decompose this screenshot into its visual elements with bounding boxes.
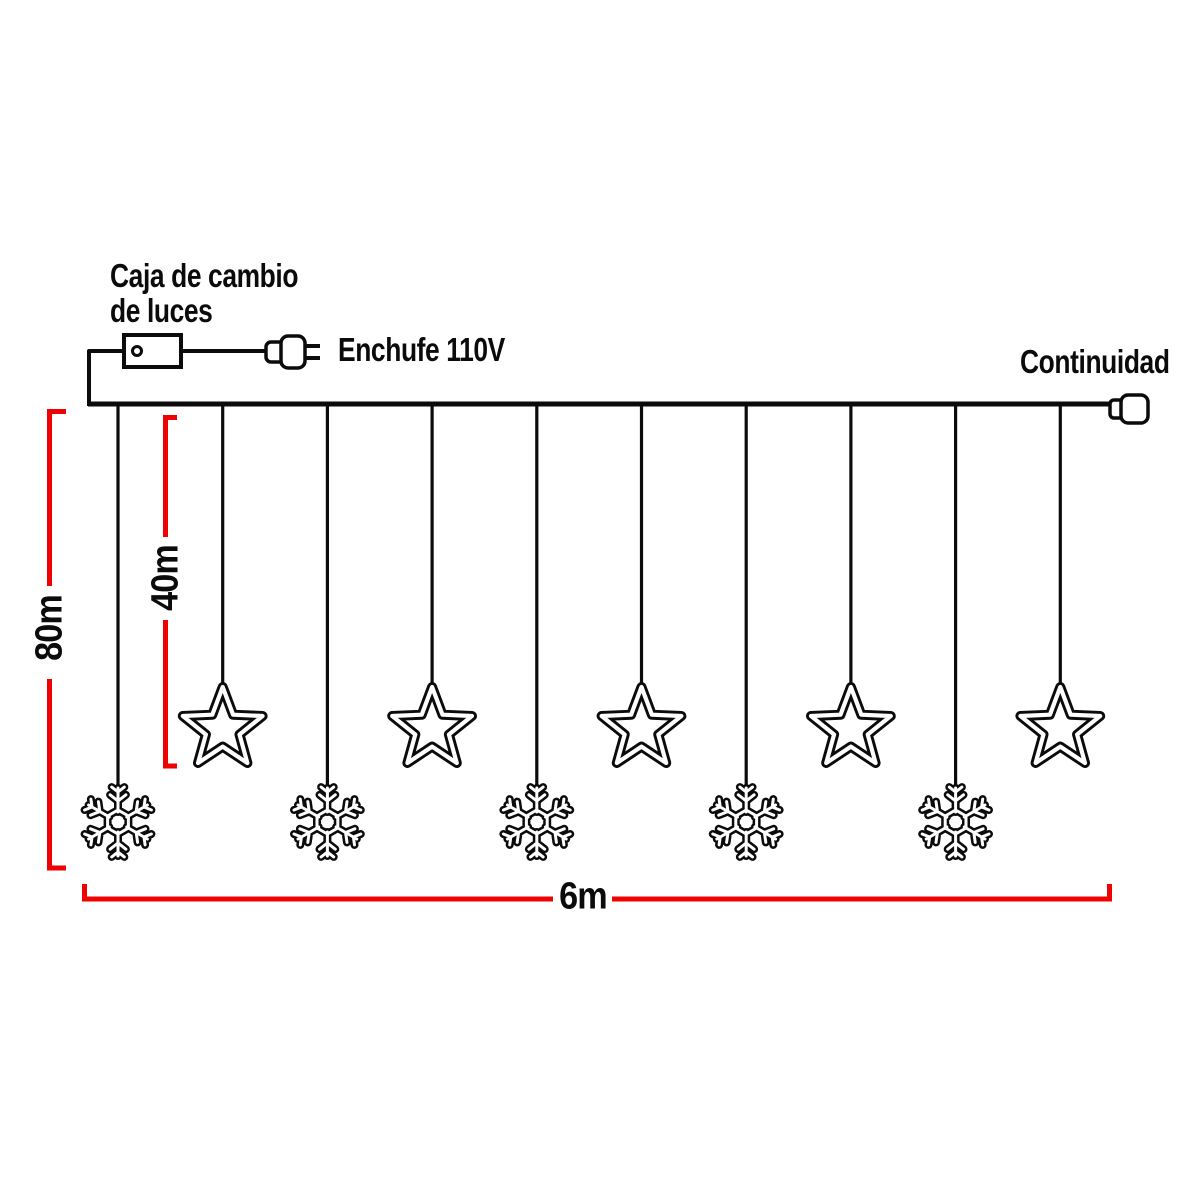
snowflake-ornament — [80, 783, 156, 861]
snowflake-ornament — [290, 783, 365, 861]
drops-group — [80, 402, 1106, 861]
continuity-plug-icon — [1108, 393, 1150, 425]
dimension-40m-label: 40m — [144, 545, 187, 611]
star-ornament — [1015, 682, 1106, 768]
controller-label-line2: de luces — [110, 292, 213, 329]
snowflake-ornament — [708, 783, 784, 861]
controller-label: Caja de cambio de luces — [110, 258, 298, 328]
dimension-80m-bracket — [47, 409, 66, 871]
star-ornament — [806, 682, 896, 768]
star-ornament — [387, 682, 477, 768]
dimension-6m-label: 6m — [559, 875, 608, 918]
dimension-6m-line — [82, 884, 1112, 902]
snowflake-ornament — [499, 783, 575, 861]
controller-label-line1: Caja de cambio — [110, 257, 299, 294]
controller-button-icon — [131, 345, 143, 357]
continuity-label: Continuidad — [1020, 343, 1170, 380]
power-plug-label: Enchufe 110V — [338, 331, 505, 368]
power-plug-icon — [264, 334, 320, 370]
dimension-40m-bracket — [163, 415, 177, 769]
dimension-80m-label: 80m — [28, 595, 71, 661]
star-ornament — [596, 682, 687, 768]
snowflake-ornament — [918, 783, 993, 861]
controller-wire-left — [87, 349, 124, 406]
star-ornament — [177, 682, 268, 768]
dimension-lines — [47, 409, 1112, 902]
